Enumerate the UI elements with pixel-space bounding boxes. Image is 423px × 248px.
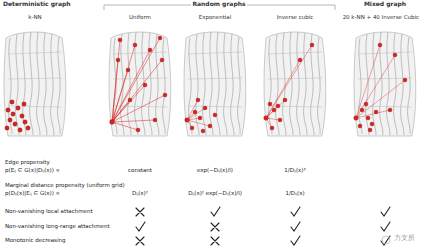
formula: 1/Dᵢⱼ(x)³ (283, 167, 306, 173)
row-label: Non-vanishing local attachment (4, 208, 94, 214)
row-label: Edge propensity (4, 159, 51, 165)
section-header: Mixed graph (363, 1, 407, 8)
watermark: 力文所 (393, 235, 416, 243)
formula: Dᵢⱼ(x)² (131, 190, 149, 196)
column-header: Uniform (128, 14, 152, 20)
formula: Dᵢⱼ(x)² exp(−Dᵢⱼ(x)/l) (187, 190, 243, 196)
formula: exp(−Dᵢⱼ(x)/l) (196, 167, 234, 173)
section-header: Deterministic graph (2, 1, 72, 8)
row-label: Monotonic decreasing (4, 237, 66, 243)
column-header: Exponential (198, 14, 233, 20)
column-header: Inverse cubic (276, 14, 315, 20)
column-header: k-NN (27, 14, 42, 20)
section-header: Random graphs (191, 1, 246, 8)
row-label: Non-vanishing long-range attachment (4, 223, 111, 229)
formula: 1/Dᵢⱼ(x) (284, 190, 305, 196)
column-header: 20 k-NN + 40 Inverse Cubic (342, 14, 420, 20)
formula: constant (127, 167, 153, 173)
formula: p(Eᵢⱼ ∈ G(x)|Dᵢⱼ(x)) ∝ (4, 167, 61, 173)
row-label: Marginal distance propensity (uniform gr… (4, 182, 126, 188)
formula: p(Dᵢⱼ(x)|Eᵢⱼ ∈ G(x)) ∝ (4, 190, 61, 196)
